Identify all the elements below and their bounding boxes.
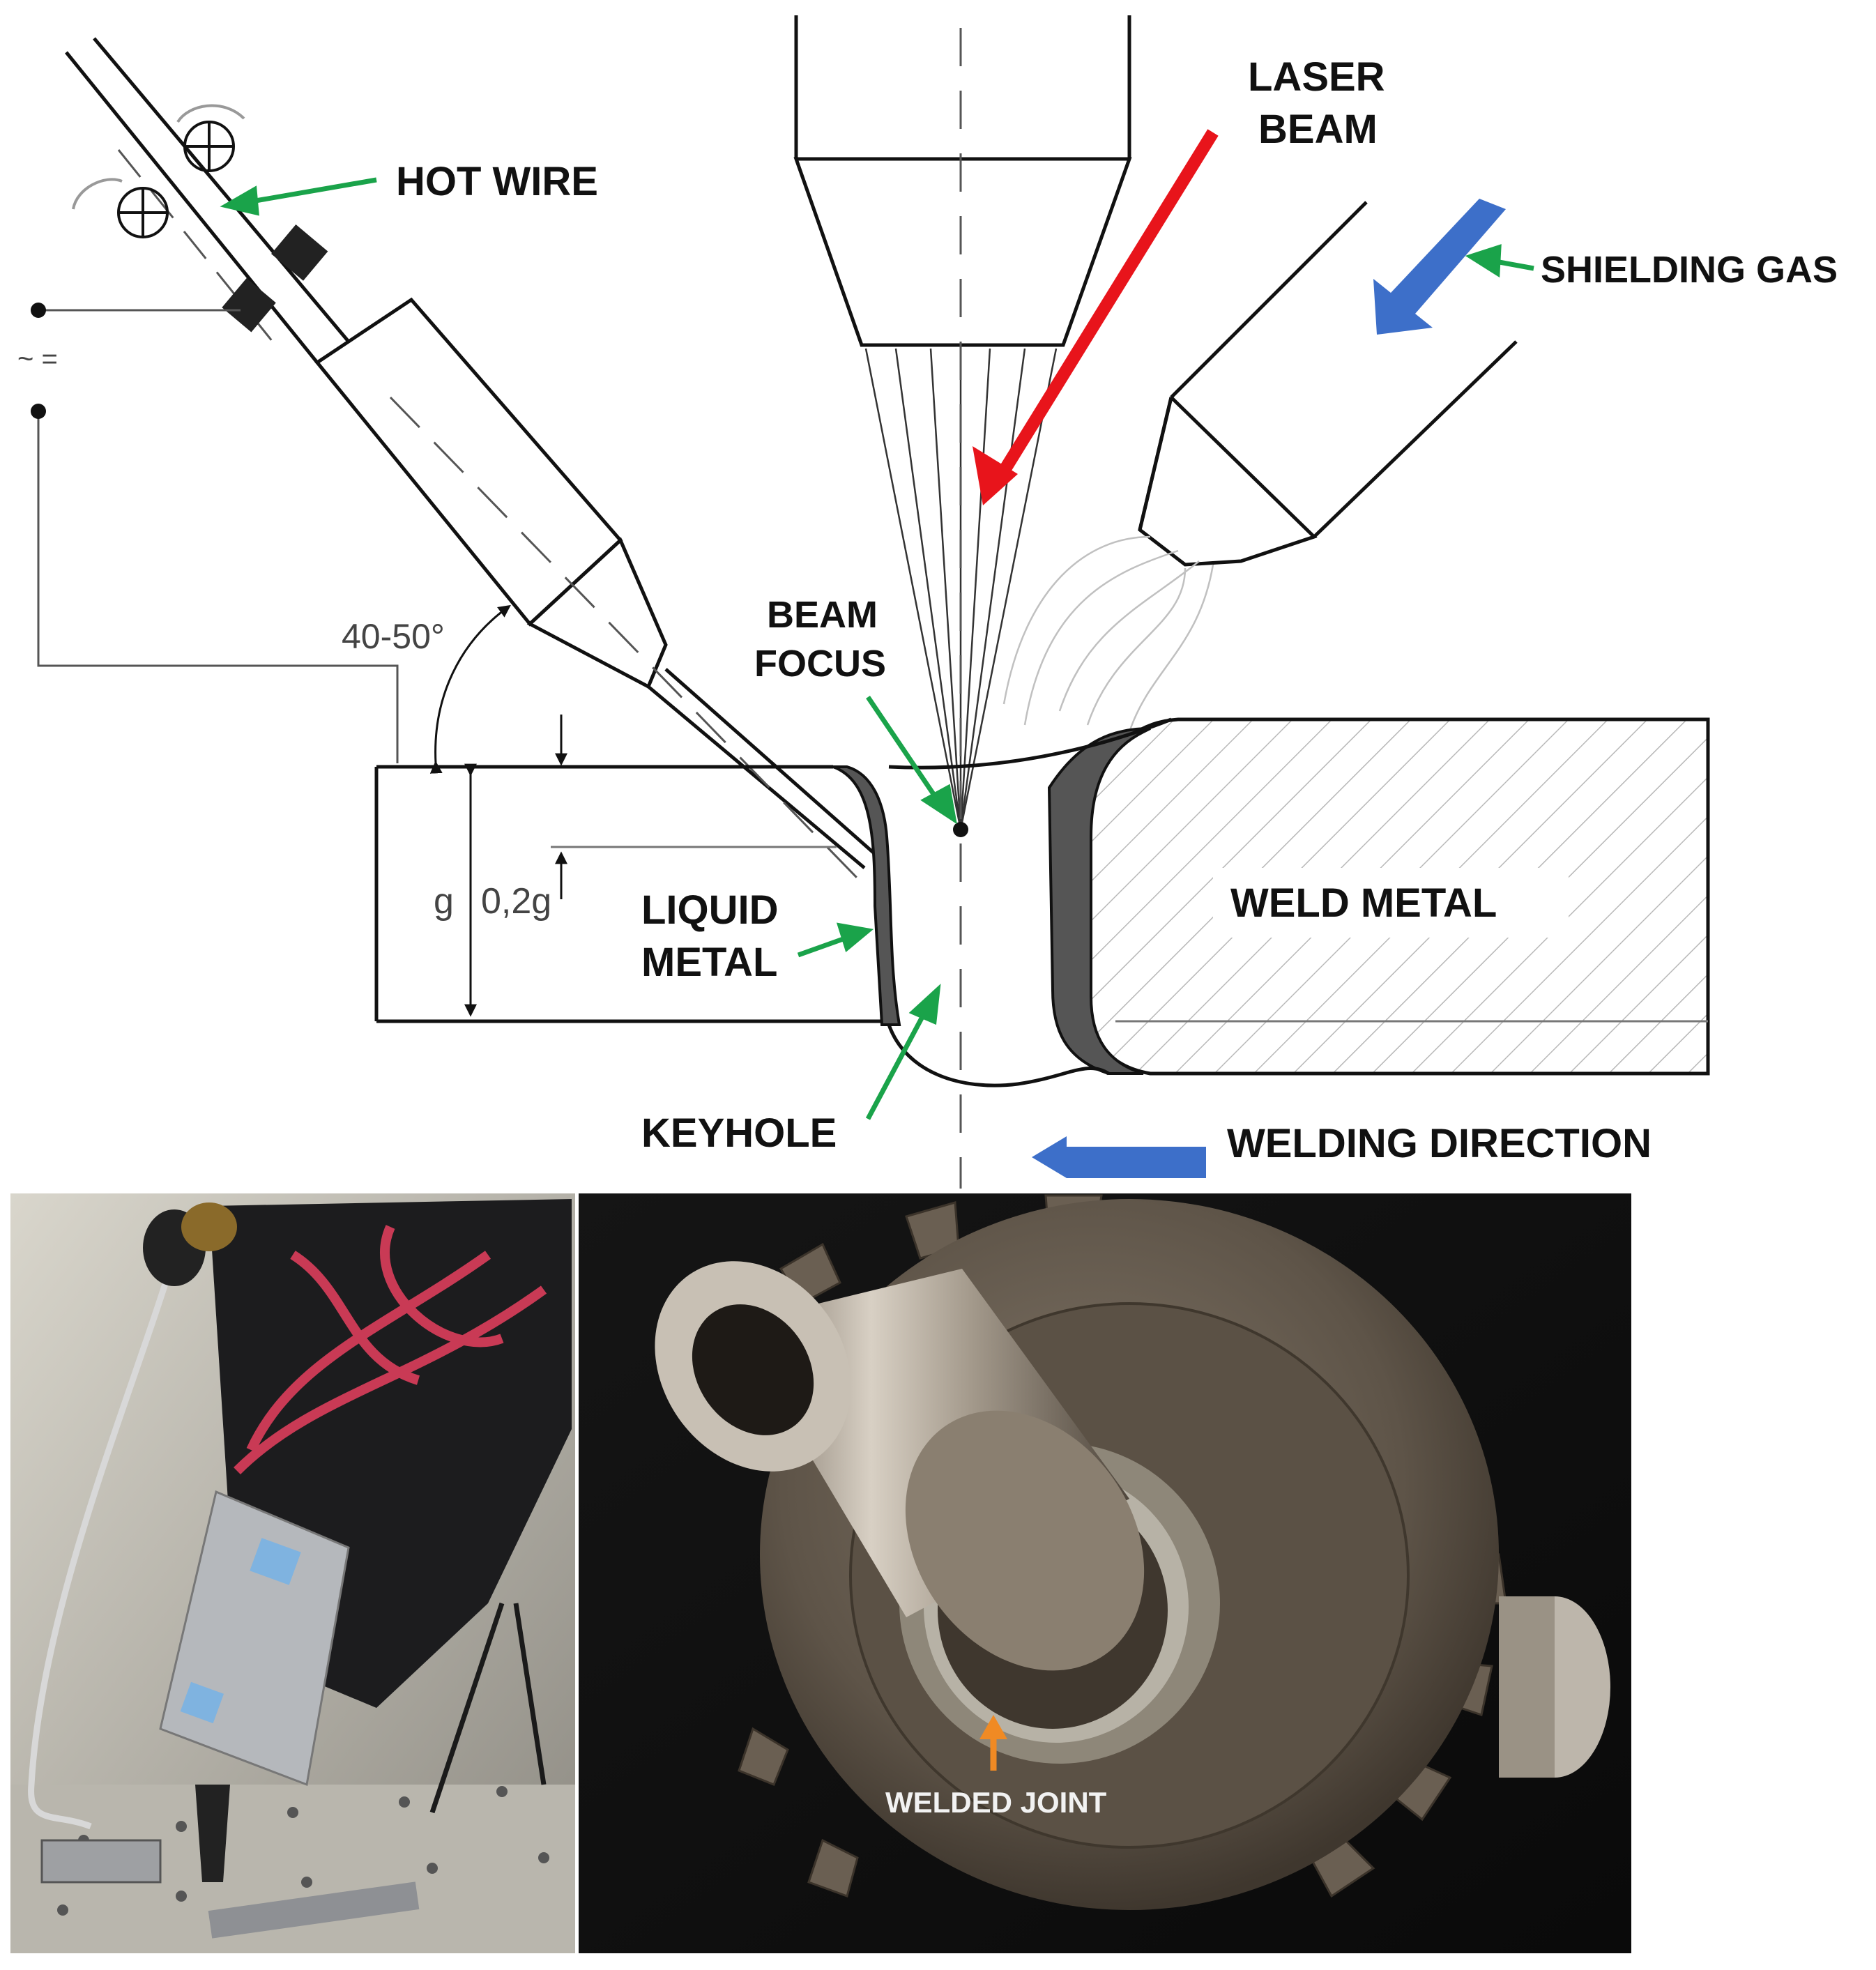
contact-block-2 (222, 277, 276, 333)
shielding-gas-arrow (1373, 199, 1506, 335)
beam-focus-label-2: FOCUS (754, 643, 886, 685)
melt-surface (888, 717, 1172, 770)
green-pointers (220, 177, 1534, 1120)
weld-metal-label-bg (1213, 868, 1569, 938)
keyhole-outline (887, 1024, 1110, 1087)
laser-beam-arrow (988, 129, 1219, 491)
terminal-top (31, 303, 46, 318)
laser-beam-label-1: LASER (1248, 54, 1385, 100)
gas-nozzle (1138, 201, 1518, 567)
weld-metal-label: WELD METAL (1230, 880, 1497, 926)
beam-focus-point (953, 822, 968, 837)
wire-feed-rollers (72, 104, 245, 238)
hot-wire-torch (65, 37, 876, 869)
hot-wire-label: HOT WIRE (396, 159, 598, 204)
torch-axis (389, 396, 859, 880)
welded-joint-label: WELDED JOINT (885, 1786, 1107, 1819)
laser-beam-arrowhead (973, 446, 1018, 505)
angle-label: 40-50° (342, 617, 445, 656)
liquid-metal-label-2: METAL (641, 940, 777, 985)
liquid-metal-left (832, 765, 901, 1026)
welding-direction-label: WELDING DIRECTION (1227, 1121, 1652, 1166)
liquid-metal-right (1047, 727, 1151, 1075)
thickness-02g-label: 0,2g (481, 881, 551, 922)
shielding-gas-label: SHIELDING GAS (1541, 249, 1838, 291)
welding-direction-arrow (1032, 1136, 1206, 1178)
supply-symbol: ~ = (17, 344, 58, 374)
beam-focus-label-1: BEAM (767, 594, 878, 636)
power-wiring (37, 309, 399, 763)
dimension-lines (429, 604, 837, 1017)
welded-gear-photo: WELDED JOINT (579, 1193, 1631, 1953)
welding-head-photo (10, 1193, 575, 1953)
contact-block-1 (271, 224, 328, 281)
gas-flow (1002, 535, 1214, 733)
laser-beam-label-2: BEAM (1258, 107, 1378, 152)
thickness-g-label: g (434, 881, 454, 922)
terminal-bottom (31, 404, 46, 419)
laser-head (793, 15, 1132, 347)
keyhole-label: KEYHOLE (641, 1110, 837, 1156)
liquid-metal-label-1: LIQUID (641, 887, 779, 933)
